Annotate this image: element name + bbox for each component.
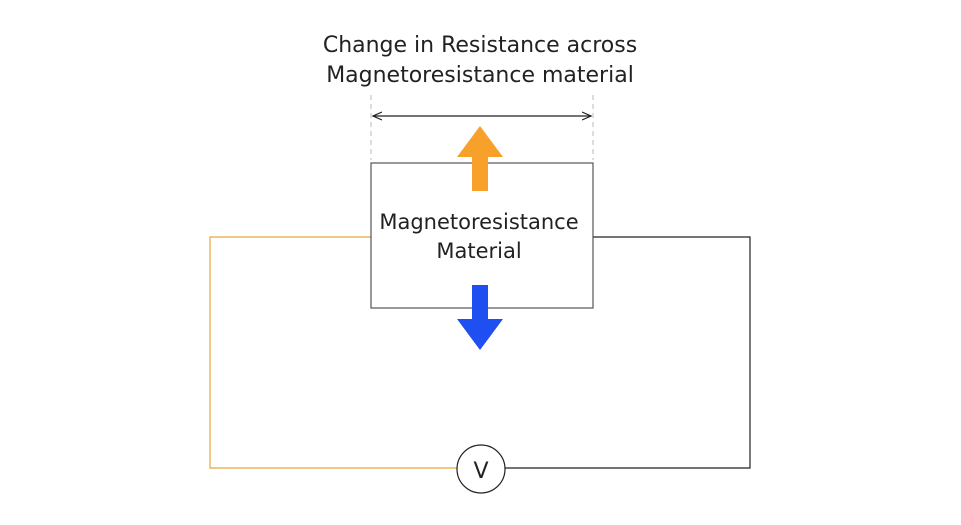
- voltmeter-label: V: [473, 459, 488, 484]
- title-line-2: Magnetoresistance material: [326, 63, 634, 88]
- right-wire: [505, 236, 751, 469]
- voltmeter-circle: [456, 444, 506, 494]
- title-line-1: Change in Resistance across: [323, 33, 637, 58]
- material-label-line-2: Material: [436, 239, 521, 263]
- orange-up-arrow-icon: [457, 126, 503, 191]
- material-label-line-1: Magnetoresistance: [379, 210, 578, 234]
- left-wire: [209, 236, 457, 469]
- blue-down-arrow-icon: [457, 285, 503, 350]
